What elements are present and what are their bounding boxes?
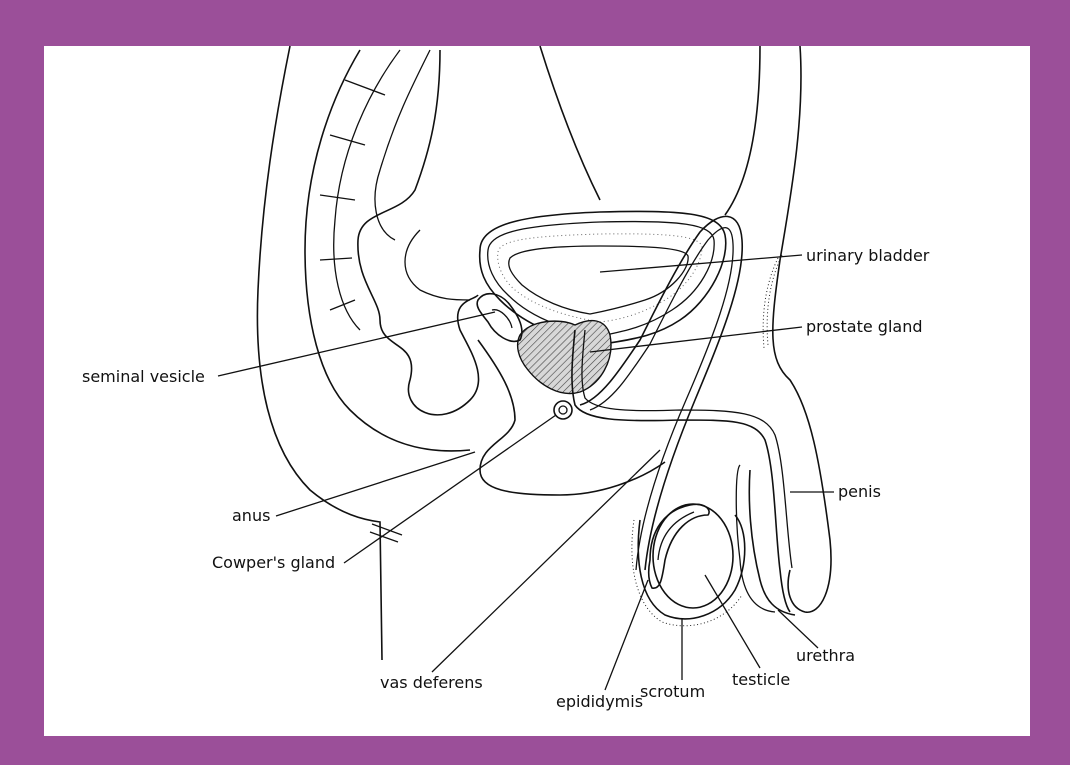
- abdomen-outline: [540, 46, 600, 200]
- label-epididymis: epididymis: [556, 692, 643, 711]
- testicle-shape: [653, 504, 733, 608]
- leader-seminal-vesicle: [218, 312, 495, 376]
- label-prostate-gland: prostate gland: [806, 317, 923, 336]
- urethra-tube-inner: [582, 330, 792, 568]
- leader-anus: [276, 452, 475, 516]
- leader-epididymis: [605, 580, 648, 690]
- label-testicle: testicle: [732, 670, 790, 689]
- sacrum-inner: [334, 50, 400, 330]
- pubic-outline: [725, 46, 760, 215]
- label-urinary-bladder: urinary bladder: [806, 246, 930, 265]
- label-seminal-vesicle: seminal vesicle: [82, 367, 205, 386]
- cowpers-gland-inner: [559, 406, 567, 414]
- vas-deferens-tube: [580, 216, 742, 570]
- spine-inner: [375, 50, 430, 240]
- cowpers-gland-shape: [554, 401, 572, 419]
- label-vas-deferens: vas deferens: [380, 673, 483, 692]
- leader-urinary-bladder: [600, 255, 802, 272]
- bladder-wall: [488, 222, 714, 336]
- vas-deferens-tube-inner: [590, 228, 733, 570]
- label-anus: anus: [232, 506, 270, 525]
- penis-shape: [749, 470, 795, 615]
- rectum-wall: [405, 230, 470, 300]
- sacrum-segment: [330, 135, 365, 145]
- sacrum-outline: [305, 50, 470, 451]
- label-scrotum: scrotum: [640, 682, 705, 701]
- leader-vas-deferens: [432, 450, 660, 672]
- epididymis-shape: [649, 504, 709, 588]
- leader-cowpers-gland: [344, 415, 556, 563]
- bladder-inner: [509, 246, 688, 314]
- label-urethra: urethra: [796, 646, 855, 665]
- leader-urethra: [778, 610, 818, 648]
- leader-testicle: [705, 575, 760, 668]
- prostate-gland-shape: [518, 321, 611, 394]
- label-cowpers-gland: Cowper's gland: [212, 553, 335, 572]
- label-penis: penis: [838, 482, 881, 501]
- sacrum-segment: [320, 258, 352, 260]
- penis-inner: [736, 465, 775, 612]
